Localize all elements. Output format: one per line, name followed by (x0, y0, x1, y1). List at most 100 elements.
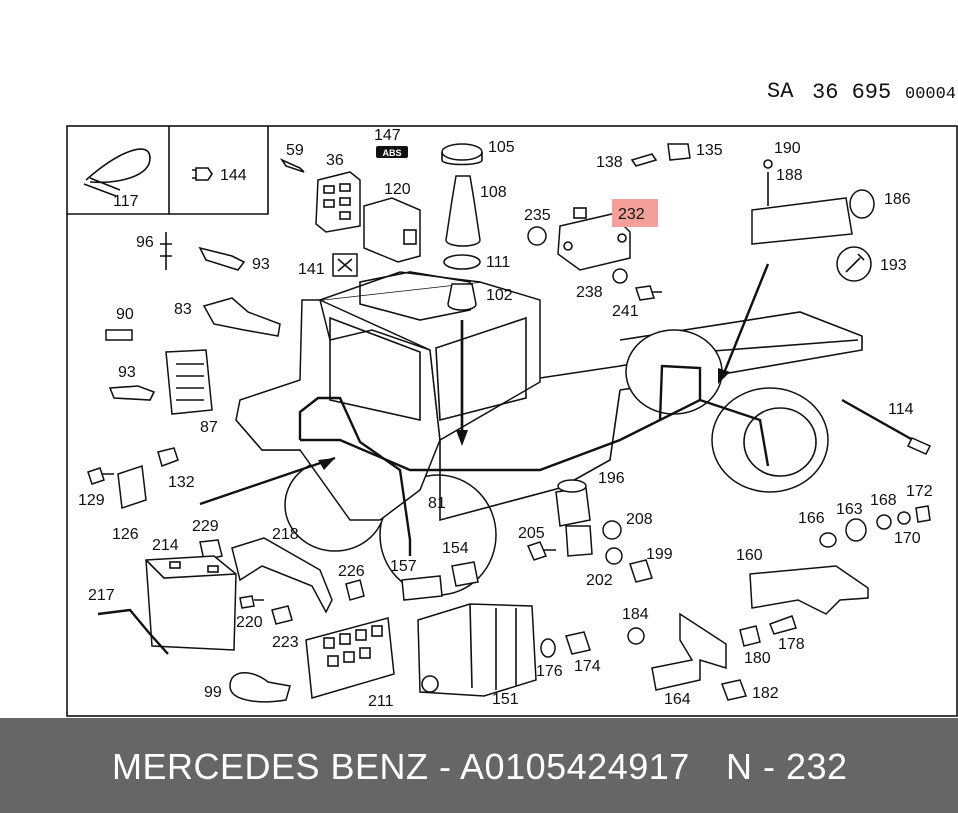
sheet-number: 36 695 (812, 80, 891, 105)
part-label-93b: 93 (118, 364, 136, 381)
bushing-part-180 (739, 625, 761, 647)
terminal-part-96 (160, 232, 172, 270)
switch-part (363, 197, 421, 263)
part-label-135: 135 (696, 142, 723, 159)
part-label-157: 157 (390, 558, 417, 575)
plate-part (305, 617, 395, 699)
part-label-120: 120 (384, 181, 411, 198)
part-label-36: 36 (326, 152, 344, 169)
part-label-166: 166 (798, 510, 825, 527)
part-label-81: 81 (428, 495, 446, 512)
relay-part-126 (117, 464, 147, 510)
fitting-part-174 (565, 631, 591, 655)
part-label-186: 186 (884, 191, 911, 208)
bolt-part-199 (629, 559, 653, 583)
part-label-163: 163 (836, 501, 863, 518)
part-label-218: 218 (272, 526, 299, 543)
nut-part-172 (915, 505, 931, 523)
part-label-105: 105 (488, 139, 515, 156)
highlighted-part-label: 232 (618, 206, 645, 223)
cable-part-217 (97, 608, 169, 655)
part-label-184: 184 (622, 606, 649, 623)
part-label-226: 226 (338, 563, 365, 580)
part-label-176: 176 (536, 663, 563, 680)
connector-part-157 (401, 575, 443, 601)
truck-illustration (199, 263, 863, 596)
part-label-129: 129 (78, 492, 105, 509)
washer-part-202 (605, 547, 623, 565)
fuse-block-part (165, 349, 213, 415)
part-label-172: 172 (906, 483, 933, 500)
terminal-part-93a (198, 246, 246, 271)
part-label-196: 196 (598, 470, 625, 487)
part-label-102: 102 (486, 287, 513, 304)
nut-part-184 (627, 627, 645, 645)
solenoid-part (555, 479, 593, 557)
part-label-214: 214 (152, 537, 179, 554)
inset-box-144 (169, 126, 269, 215)
part-label-238: 238 (576, 284, 603, 301)
part-label-202: 202 (586, 572, 613, 589)
part-label-141: 141 (298, 261, 325, 278)
terminal-part-59 (279, 158, 305, 173)
part-label-93a: 93 (252, 256, 270, 273)
washer-part-168 (876, 514, 892, 530)
part-label-117: 117 (113, 193, 139, 210)
part-label-188: 188 (776, 167, 803, 184)
reference-text: N - 232 (726, 746, 848, 787)
washer-part-176 (540, 638, 556, 658)
probe-part (841, 398, 921, 446)
part-label-126: 126 (112, 526, 139, 543)
highlight-box (612, 199, 658, 227)
connector-block-part (315, 171, 361, 233)
part-number-text: MERCEDES BENZ - A0105424917 (112, 746, 690, 787)
part-label-193: 193 (880, 257, 907, 274)
part-label-87: 87 (200, 419, 218, 436)
part-label-160: 160 (736, 547, 763, 564)
part-label-180: 180 (744, 650, 771, 667)
parts-diagram: SA 36 695 00004 (66, 79, 958, 717)
part-label-168: 168 (870, 492, 897, 509)
handle-part-99 (229, 672, 291, 703)
part-label-223: 223 (272, 634, 299, 651)
part-label-220: 220 (236, 614, 263, 631)
bolt-part-182 (720, 679, 748, 701)
washer-part-238 (612, 268, 628, 284)
part-label-132: 132 (168, 474, 195, 491)
knob-part (447, 283, 477, 311)
part-label-229: 229 (192, 518, 219, 535)
abs-badge-label: ABS (382, 148, 401, 158)
nut-part-229 (199, 539, 223, 561)
part-label-241: 241 (612, 303, 639, 320)
bolt-part-241 (635, 285, 662, 301)
footer-bar: MERCEDES BENZ - A0105424917 N - 232 (0, 718, 958, 813)
bushing-part-166 (819, 532, 837, 548)
part-label-151: 151 (492, 691, 519, 708)
part-label-144: 144 (220, 167, 247, 184)
cable-tie-part (83, 148, 151, 197)
battery-part (145, 555, 237, 651)
bushing-part-163 (845, 518, 867, 542)
abs-badge-box (376, 146, 408, 158)
valve-unit-part (417, 603, 537, 697)
part-label-99: 99 (204, 684, 222, 701)
washer-part-208 (602, 520, 622, 540)
part-label-235: 235 (524, 207, 551, 224)
part-label-59: 59 (286, 142, 304, 159)
part-label-182: 182 (752, 685, 779, 702)
nut-part-226 (345, 579, 365, 601)
part-label-90: 90 (116, 306, 134, 323)
bolt-part-205 (526, 541, 556, 561)
washer-part-170 (897, 511, 911, 525)
bracket-part-160 (749, 565, 869, 615)
part-label-174: 174 (574, 658, 601, 675)
connector-part-138 (630, 153, 658, 167)
terminal-part-93b (108, 385, 156, 401)
sheet-code: 00004 (905, 85, 956, 104)
part-label-147: 147 (374, 127, 401, 144)
screw-part-220 (239, 595, 264, 609)
part-label-217: 217 (88, 587, 115, 604)
part-label-208: 208 (626, 511, 653, 528)
cap-part (441, 143, 483, 166)
